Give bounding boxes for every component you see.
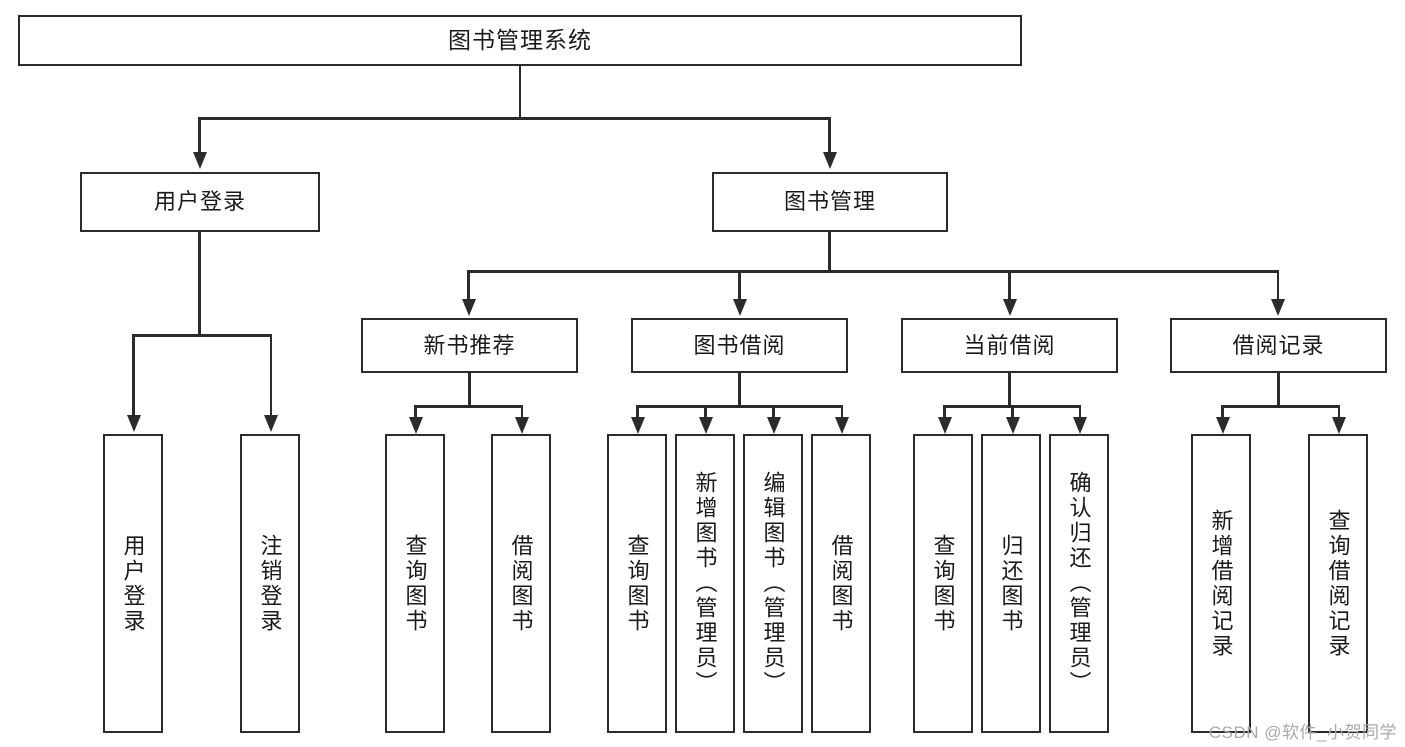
node-label: 用户登录 [120,533,146,634]
node-label: 查询借阅记录 [1325,508,1351,659]
connector-br-bar [1221,405,1340,408]
arrow-to-logout-leaf [264,415,278,432]
arrow-cb-leaf-2 [1005,417,1020,434]
connector-bm-drop-1 [467,270,470,301]
connector-cb-drop-2 [1011,405,1014,419]
connector-nbr-drop-2 [520,405,523,419]
leaf-return-book[interactable]: 归还图书 [981,434,1041,733]
leaf-confirm-return-admin[interactable]: 确认归还（管理员） [1049,434,1109,733]
connector-bb-drop-3 [772,405,775,419]
leaf-add-book-admin[interactable]: 新增图书（管理员） [675,434,735,733]
leaf-borrow-book-bb[interactable]: 借阅图书 [811,434,871,733]
connector-user-login-bar [132,334,272,337]
leaf-query-book-nbr[interactable]: 查询图书 [385,434,445,733]
connector-cb-stem [1008,373,1011,407]
arrow-to-current-borrow [1002,299,1017,316]
node-label: 图书管理系统 [448,27,592,54]
connector-bb-drop-4 [840,405,843,419]
connector-bb-bar [636,405,843,408]
arrow-br-leaf-1 [1215,417,1230,434]
connector-br-drop-2 [1337,405,1340,419]
connector-nbr-drop-1 [414,405,417,419]
node-new-book-recommend[interactable]: 新书推荐 [361,318,578,373]
arrow-to-user-login-leaf [126,415,141,432]
arrow-bb-leaf-1 [630,417,645,434]
connector-book-management-stem [828,232,831,272]
leaf-edit-book-admin[interactable]: 编辑图书（管理员） [743,434,803,733]
connector-root-right-drop [828,117,831,154]
leaf-user-login[interactable]: 用户登录 [103,434,163,733]
connector-cb-drop-3 [1078,405,1081,419]
node-borrow-record[interactable]: 借阅记录 [1170,318,1387,373]
connector-root-bar [198,117,830,120]
node-label: 新增图书（管理员） [692,471,718,696]
connector-root-stem [518,66,521,119]
arrow-bb-leaf-4 [835,417,849,434]
node-label: 借阅图书 [508,533,534,634]
node-label: 归还图书 [998,533,1024,634]
connector-bb-stem [738,373,741,407]
connector-nbr-stem [468,373,471,407]
node-label: 图书借阅 [693,332,786,358]
arrow-nbr-leaf-1 [408,417,423,434]
connector-br-stem [1277,373,1280,407]
node-label: 借阅记录 [1232,332,1325,358]
arrow-to-book-borrow [732,299,747,316]
node-label: 借阅图书 [828,533,854,634]
arrow-to-user-login [192,152,207,169]
connector-nbr-bar [414,405,523,408]
node-label: 查询图书 [624,533,650,634]
leaf-query-book-cb[interactable]: 查询图书 [913,434,973,733]
node-label: 用户登录 [153,189,246,215]
node-label: 图书管理 [783,189,876,215]
connector-user-login-drop-1 [132,334,135,417]
node-label: 新增借阅记录 [1208,508,1234,659]
node-label: 查询图书 [930,533,956,634]
arrow-to-book-management [822,152,837,169]
arrow-bb-leaf-2 [698,417,713,434]
node-book-borrow[interactable]: 图书借阅 [631,318,848,373]
node-label: 编辑图书（管理员） [760,471,786,696]
leaf-logout[interactable]: 注销登录 [240,434,300,733]
node-user-login[interactable]: 用户登录 [80,172,320,232]
node-book-management[interactable]: 图书管理 [712,172,948,232]
connector-book-management-bar [467,270,1279,273]
arrow-bb-leaf-3 [766,417,781,434]
arrow-cb-leaf-1 [937,417,952,434]
connector-root-left-drop [198,117,201,154]
connector-user-login-drop-2 [269,334,272,417]
connector-bb-drop-1 [636,405,639,419]
arrow-to-new-book-recommend [461,299,476,316]
connector-bm-drop-4 [1276,270,1279,301]
leaf-query-borrow-record[interactable]: 查询借阅记录 [1308,434,1368,733]
node-label: 查询图书 [402,533,428,634]
leaf-borrow-book-nbr[interactable]: 借阅图书 [491,434,551,733]
node-label: 确认归还（管理员） [1066,471,1092,696]
arrow-to-borrow-record [1271,299,1285,316]
arrow-br-leaf-2 [1332,417,1346,434]
leaf-add-borrow-record[interactable]: 新增借阅记录 [1191,434,1251,733]
arrow-cb-leaf-3 [1073,417,1087,434]
connector-user-login-stem [198,232,201,336]
node-label: 当前借阅 [963,332,1056,358]
connector-br-drop-1 [1221,405,1224,419]
leaf-query-book-bb[interactable]: 查询图书 [607,434,667,733]
node-label: 新书推荐 [423,332,516,358]
connector-bb-drop-2 [704,405,707,419]
connector-cb-drop-1 [943,405,946,419]
arrow-nbr-leaf-2 [515,417,529,434]
connector-bm-drop-2 [738,270,741,301]
node-current-borrow[interactable]: 当前借阅 [901,318,1118,373]
node-label: 注销登录 [257,533,283,634]
connector-bm-drop-3 [1008,270,1011,301]
node-book-management-system[interactable]: 图书管理系统 [18,15,1022,66]
